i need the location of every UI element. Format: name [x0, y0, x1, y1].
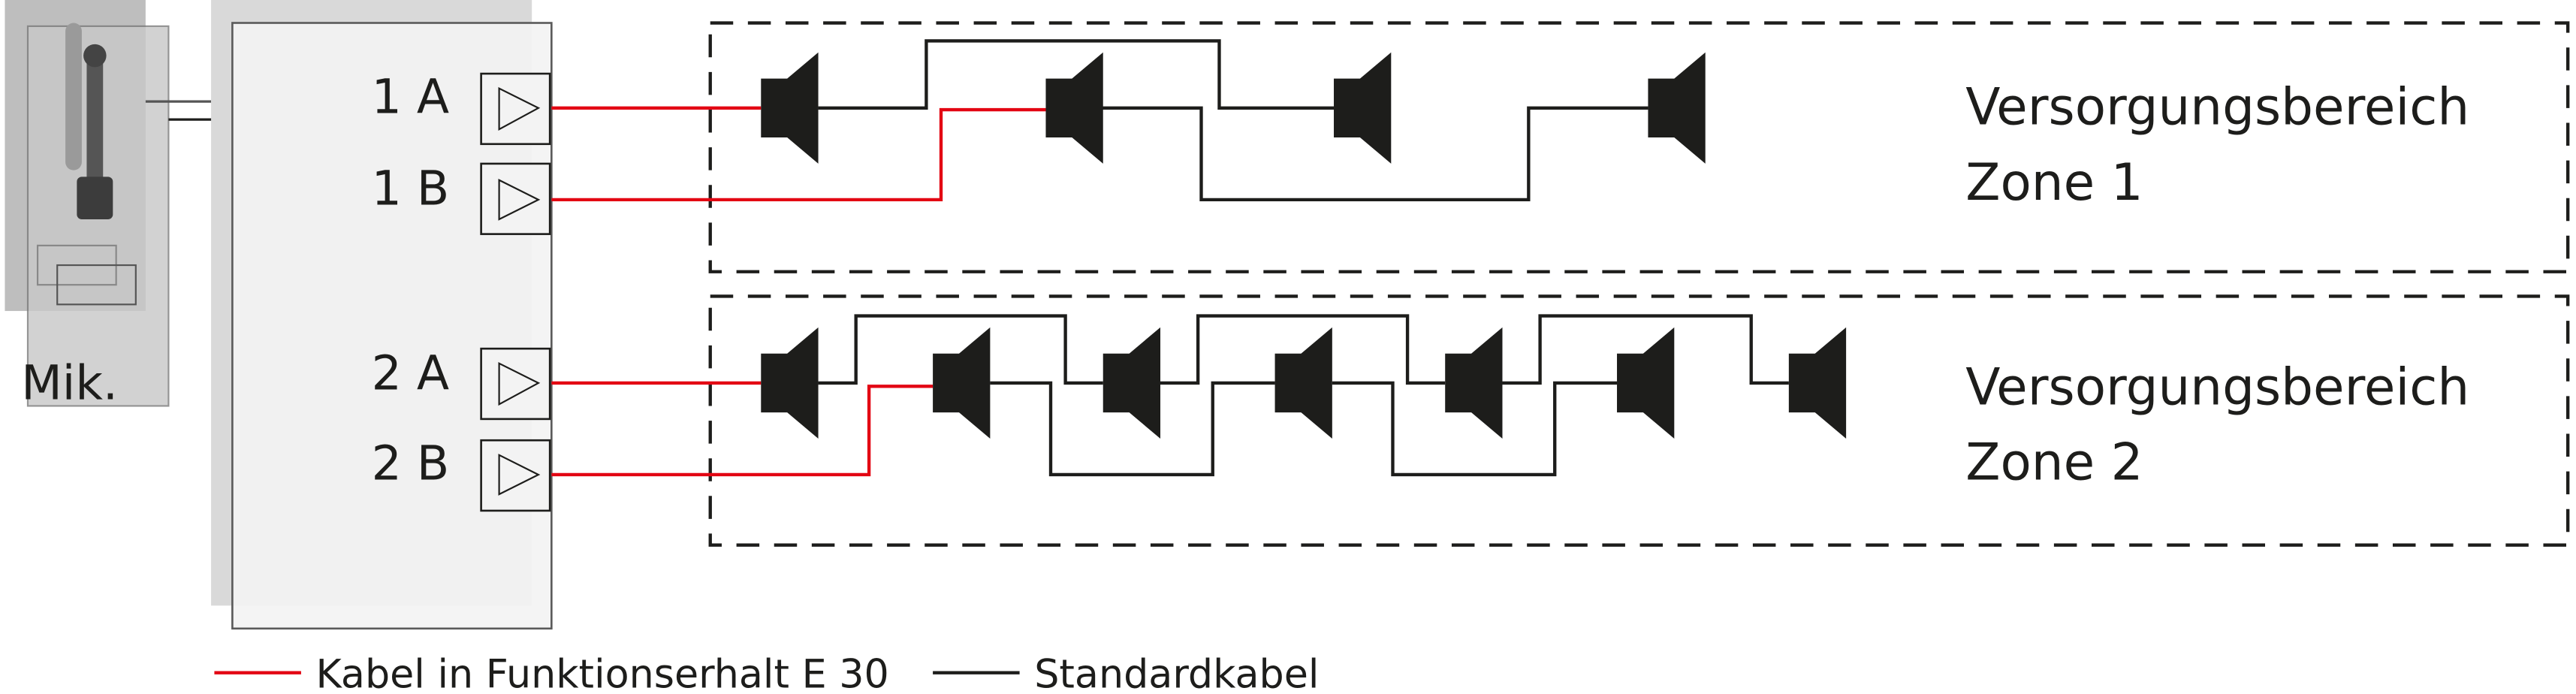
microphone: Mik. [5, 0, 170, 411]
amp-output-1a: 1 A [372, 68, 551, 146]
zone-1-wiring [551, 39, 1648, 202]
speaker-icon [761, 327, 819, 439]
standard-cable [1101, 106, 1648, 202]
amp-output-2a: 2 A [372, 345, 551, 421]
amp-output-2b: 2 B [372, 436, 551, 512]
legend-fire-cable-label: Kabel in Funktionserhalt E 30 [316, 651, 889, 694]
amplifier-rack [211, 0, 553, 630]
zone-2-wiring [551, 314, 1789, 477]
zone-2-title-line2: Zone 2 [1965, 433, 2143, 492]
amplifier-triangle-icon [498, 362, 541, 406]
legend: Kabel in Funktionserhalt E 30 Standardka… [214, 651, 1319, 694]
standard-cable [818, 314, 1103, 385]
zone-1-title-line2: Zone 1 [1965, 152, 2143, 212]
speaker-icon [761, 52, 819, 164]
output-label: 2 A [372, 345, 450, 401]
amplifier-triangle-icon [498, 86, 541, 131]
microphone-icon [36, 23, 137, 306]
amplifier-triangle-icon [498, 178, 541, 221]
speaker-icon [1648, 52, 1706, 164]
speaker-icon [1617, 327, 1675, 439]
speaker-icon [1102, 327, 1161, 439]
legend-standard-cable-label: Standardkabel [1034, 651, 1319, 694]
standard-cable [990, 381, 1275, 477]
fire-cable [551, 385, 934, 477]
zone-2-title-line1: Versorgungsbereich [1965, 357, 2469, 416]
output-label: 1 A [372, 68, 450, 124]
standard-cable [1502, 314, 1789, 385]
speaker-icon [1788, 327, 1847, 439]
zone-1-title-line1: Versorgungsbereich [1965, 77, 2469, 137]
standard-cable [1160, 314, 1446, 385]
speaker-icon [1274, 327, 1332, 439]
amp-output-1b: 1 B [372, 160, 551, 235]
standard-cable [818, 39, 1335, 110]
speaker-icon [1445, 327, 1503, 439]
output-label: 1 B [372, 160, 450, 216]
speaker-icon [933, 327, 991, 439]
standard-cable [1332, 381, 1618, 477]
amplifier-triangle-icon [498, 454, 541, 496]
speaker-icon [1334, 52, 1392, 164]
zone-1-boundary [708, 21, 2570, 273]
output-label: 2 B [372, 436, 450, 491]
speaker-icon [1045, 52, 1103, 164]
speakers [761, 52, 1847, 439]
zone-2-boundary [708, 294, 2570, 547]
microphone-label: Mik. [21, 355, 118, 411]
fire-cable [551, 107, 1046, 202]
